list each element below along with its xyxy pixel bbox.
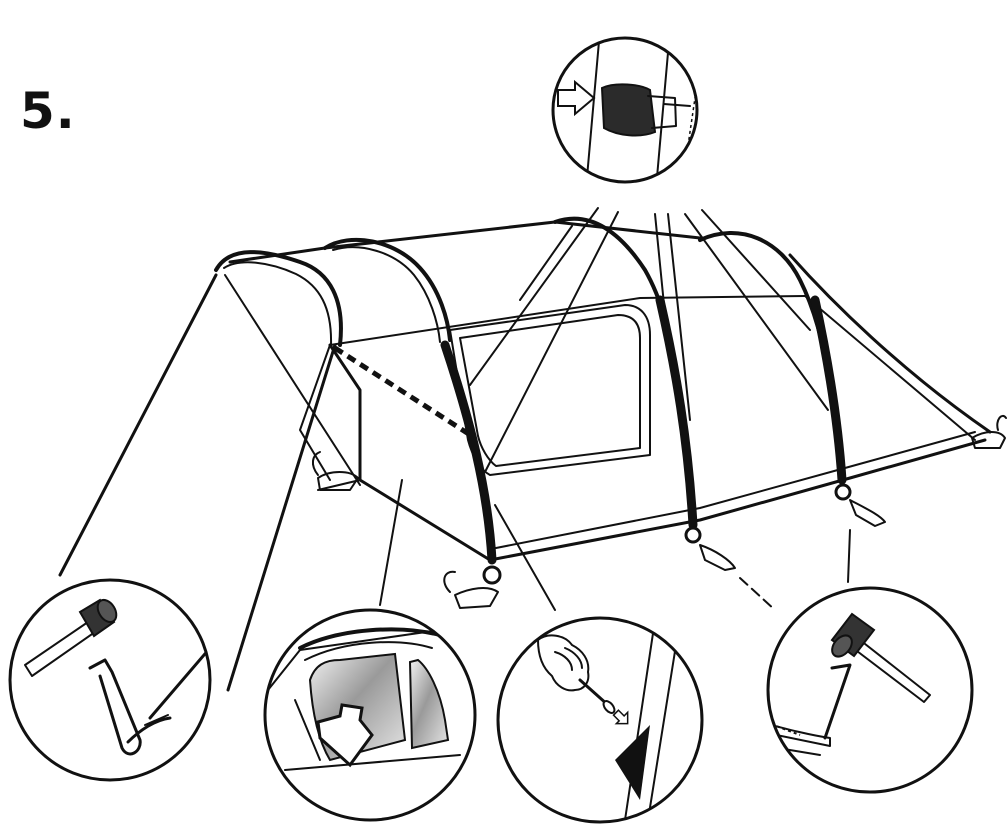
roof-right-edge: [804, 295, 976, 441]
fabric-corner: [615, 725, 650, 800]
vestibule-left-edge: [299, 344, 331, 481]
buckle-detail-callout: [551, 36, 699, 184]
roof-right-slope: [788, 253, 992, 434]
vestibule-edge-to-peg: [317, 479, 361, 491]
peg-loop-right: [834, 483, 886, 527]
callout-line-7: [519, 225, 573, 301]
small-arrow-down-icon: [612, 709, 629, 725]
peg-loop-middle: [684, 526, 736, 571]
peg-loop-far-right: [971, 414, 1007, 449]
vestibule-panel: [328, 343, 492, 562]
front-arch-outer: [214, 250, 343, 347]
window-panel-detail: [263, 608, 477, 822]
strap-front: [440, 340, 497, 565]
peg-loop-front-corner: [443, 565, 502, 609]
strap-middle: [655, 295, 698, 530]
hand-strap-detail: [496, 616, 704, 824]
roof-ridge: [228, 220, 702, 264]
hollow-arrow-down-icon: [316, 703, 374, 768]
door-window-inner: [459, 314, 641, 467]
leader-to-peg-detail: [739, 577, 776, 611]
callout-line-1: [469, 207, 599, 386]
mallet-icon: [830, 612, 876, 658]
mallet-peg-detail-right: [766, 586, 974, 794]
strap-right: [810, 295, 847, 485]
mallet-icon: [78, 598, 118, 638]
callout-line-3: [654, 213, 669, 346]
tent-peg-icon: [823, 663, 852, 740]
callout-line-5: [684, 213, 829, 411]
front-arch-inner: [223, 261, 333, 346]
ground-line-inner: [495, 431, 976, 549]
roof-line-lower: [329, 295, 806, 346]
callout-line-4: [667, 213, 691, 421]
step-number: 5.: [20, 82, 76, 140]
second-arch-outer: [323, 237, 452, 342]
guy-line-front-left: [58, 273, 218, 577]
second-arch-inner: [332, 246, 441, 343]
tent-body: [58, 207, 1007, 692]
leader-to-peg-detail-2: [847, 529, 851, 583]
callout-line-6: [701, 209, 811, 331]
tent-peg-icon: [88, 658, 142, 756]
dashed-seam: [333, 345, 477, 441]
buckle-icon: [600, 83, 657, 137]
hollow-arrow-right-icon: [557, 79, 596, 117]
main-arch-b: [698, 231, 832, 382]
leader-to-window-detail: [379, 479, 403, 606]
guy-line-front-left-2: [226, 343, 337, 692]
front-panel-diagonal: [224, 274, 361, 486]
peg-loop-front-left: [312, 451, 359, 491]
mallet-peg-detail: [8, 578, 212, 782]
callout-line-2: [484, 211, 619, 473]
leader-to-hand-detail: [494, 504, 556, 611]
ground-line: [488, 438, 987, 562]
